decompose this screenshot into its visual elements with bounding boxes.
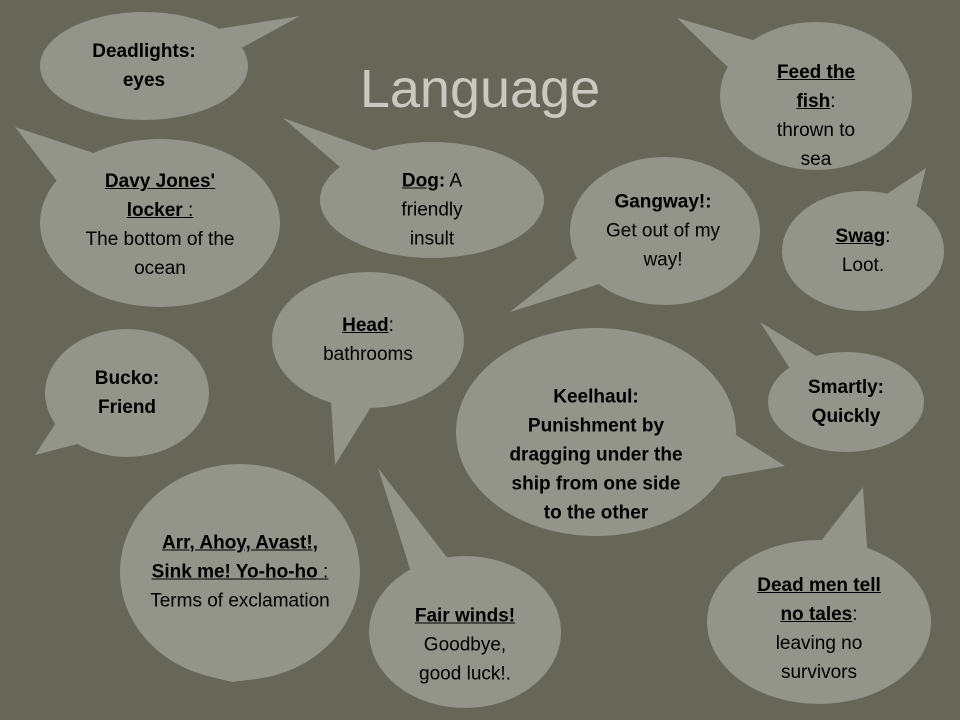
bubble-shape-feed-fish	[720, 22, 912, 170]
bubble-shape-dead-men	[707, 540, 931, 704]
bubble-gangway: Gangway!: Get out of my way!	[598, 188, 728, 275]
term-dog: Dog	[401, 170, 439, 192]
bubble-tail-keelhaul	[722, 434, 785, 477]
def-bucko: Friend	[97, 397, 157, 418]
def-feed-fish: thrown to sea	[776, 120, 856, 170]
bubble-tail-fair-winds	[378, 468, 448, 570]
bubble-tail-head	[331, 402, 371, 465]
def-dog: A friendly insult	[401, 170, 463, 250]
bubble-shape-bucko	[45, 329, 209, 457]
bubble-shape-arr	[120, 464, 360, 680]
sep-arr: :	[317, 561, 329, 583]
term-smartly: Smartly:	[807, 377, 885, 398]
def-head: bathrooms	[323, 344, 413, 365]
bubble-tail-smartly	[760, 322, 817, 368]
term-bucko: Bucko:	[94, 368, 160, 389]
bubble-shape-keelhaul	[456, 328, 736, 536]
bubble-shape-deadlights	[40, 12, 248, 120]
bubble-tail-bucko	[35, 423, 78, 455]
bubble-feed-fish: Feed the fish: thrown to sea	[766, 58, 866, 174]
bubble-bucko: Bucko: Friend	[72, 364, 182, 422]
bubble-tail-swag	[887, 168, 926, 206]
bubble-shape-gangway	[570, 157, 760, 305]
term-davy-jones: Davy Jones' locker	[104, 171, 216, 221]
bubble-dog: Dog: A friendly insult	[377, 167, 487, 254]
term-head: Head	[342, 315, 389, 336]
bubble-keelhaul: Keelhaul: Punishment by dragging under t…	[501, 383, 691, 528]
bubble-tail-dead-men	[821, 487, 868, 548]
bubble-tail-deadlights	[219, 16, 300, 48]
bubble-tail-feed-fish	[677, 18, 754, 68]
bubble-shape-fair-winds	[369, 556, 561, 708]
term-gangway: Gangway!:	[614, 191, 712, 213]
bubble-smartly: Smartly: Quickly	[786, 373, 906, 431]
bubble-fair-winds: Fair winds! Goodbye, good luck!.	[405, 602, 525, 689]
bubble-davy-jones: Davy Jones' locker : The bottom of the o…	[80, 167, 240, 283]
slide-title: Language	[359, 59, 601, 119]
bubble-arr: Arr, Ahoy, Avast!, Sink me! Yo-ho-ho : T…	[150, 529, 330, 616]
def-swag: Loot.	[841, 255, 885, 276]
bubble-swag: Swag: Loot.	[808, 222, 918, 280]
def-dead-men: leaving no survivors	[775, 633, 863, 683]
sep-feed-fish: :	[830, 91, 836, 112]
bubble-dead-men: Dead men tell no tales: leaving no survi…	[744, 571, 894, 687]
term-deadlights: Deadlights:	[92, 41, 196, 62]
term-swag: Swag	[835, 226, 886, 247]
term-fair-winds: Fair winds!	[414, 605, 516, 627]
def-davy-jones: The bottom of the ocean	[85, 229, 235, 279]
bubble-shape-swag	[782, 191, 944, 311]
bubble-shape-head	[272, 272, 464, 408]
bubble-shape-smartly	[768, 352, 924, 452]
term-arr: Arr, Ahoy, Avast!, Sink me! Yo-ho-ho	[151, 532, 318, 583]
term-feed-fish: Feed the fish	[776, 62, 856, 112]
bubble-tail-gangway	[510, 258, 599, 312]
sep-dog: :	[438, 170, 446, 192]
term-keelhaul: Keelhaul:	[553, 386, 639, 408]
bubble-tail-dog	[283, 118, 374, 167]
term-dead-men: Dead men tell no tales	[757, 575, 881, 625]
def-smartly: Quickly	[811, 406, 881, 427]
bubble-shape-dog	[320, 142, 544, 258]
def-keelhaul: Punishment by dragging under the ship fr…	[509, 415, 683, 524]
sep-head: :	[388, 315, 394, 336]
bubble-deadlights: Deadlights: eyes	[69, 37, 219, 95]
bubble-head: Head: bathrooms	[298, 311, 438, 369]
def-deadlights: eyes	[122, 70, 166, 91]
sep-dead-men: :	[852, 604, 858, 625]
bubble-shape-davy-jones	[40, 139, 280, 307]
def-fair-winds: Goodbye, good luck!.	[419, 634, 511, 685]
def-gangway: Get out of my way!	[605, 220, 721, 271]
sep-davy-jones: :	[182, 200, 194, 221]
def-arr: Terms of exclamation	[150, 590, 330, 612]
sep-swag: :	[885, 226, 891, 247]
